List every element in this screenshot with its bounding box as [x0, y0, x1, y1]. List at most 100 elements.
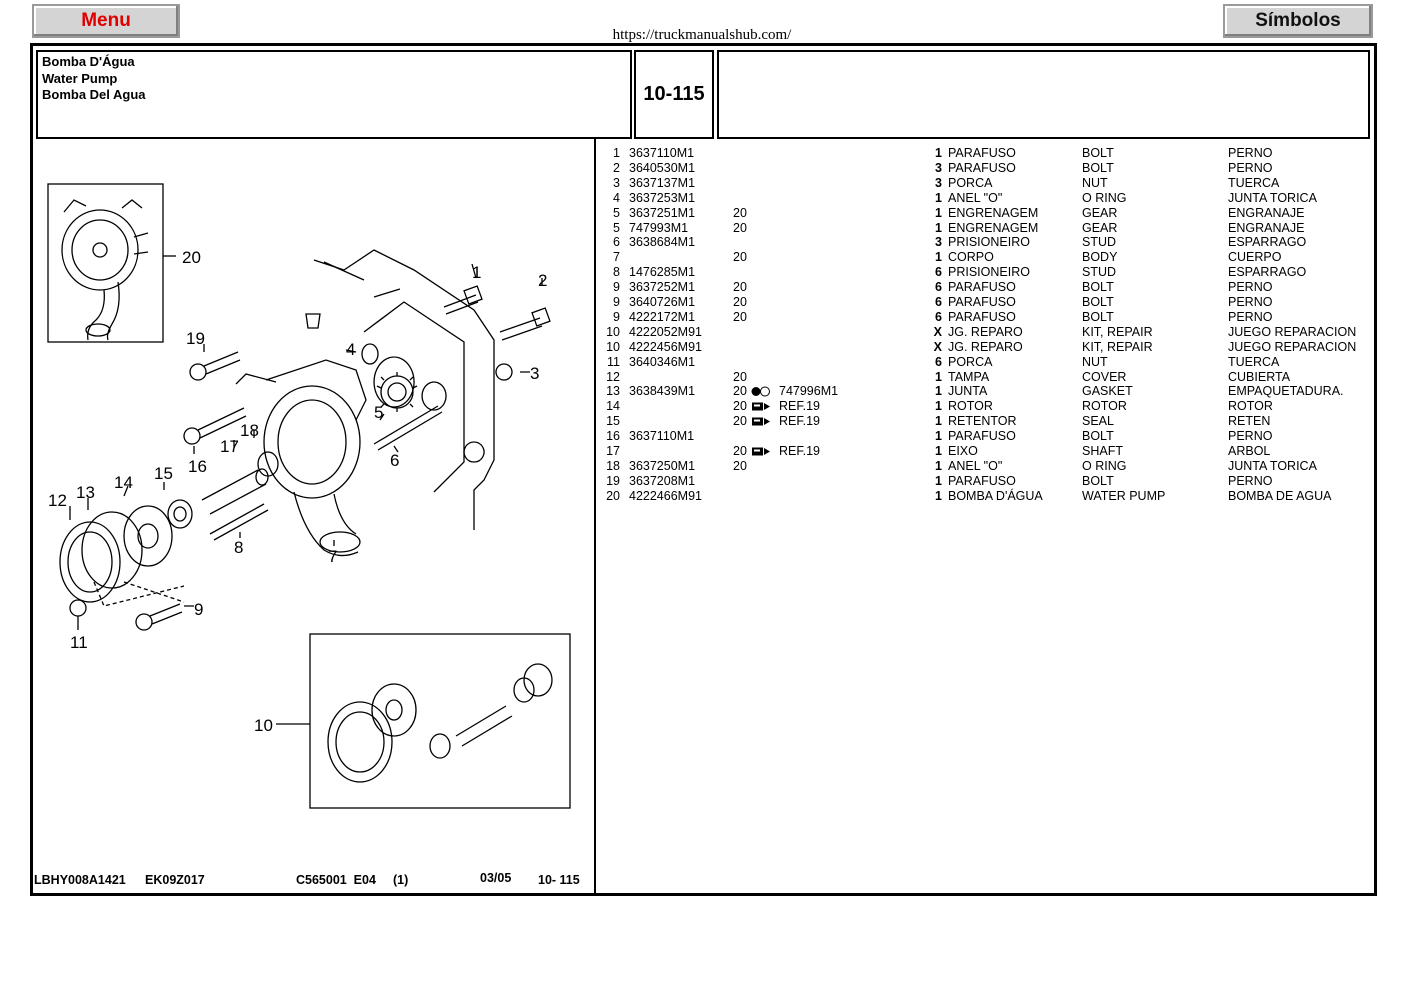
parts-cell-pt: PARAFUSO — [948, 160, 1016, 175]
menu-button[interactable]: Menu — [32, 4, 180, 38]
parts-cell-part: 1476285M1 — [629, 265, 696, 280]
parts-cell-no: 10 — [606, 339, 620, 354]
parts-cell-en: BOLT — [1082, 160, 1114, 175]
symbols-button[interactable]: Símbolos — [1223, 4, 1373, 38]
pump-body-icon — [235, 359, 367, 557]
parts-cell-no: 6 — [613, 235, 620, 250]
shaft-17-icon — [201, 468, 269, 515]
parts-cell-pt: PARAFUSO — [948, 146, 1016, 160]
parts-cell-qty: 1 — [935, 369, 942, 384]
callout-11: 11 — [70, 633, 88, 652]
parts-cell-ref: REF.19 — [779, 414, 820, 429]
parts-cell-qty: 6 — [935, 265, 942, 280]
parts-cell-no: 15 — [606, 414, 620, 429]
bolt-19-icon — [189, 351, 241, 381]
parts-cell-es: PERNO — [1228, 160, 1273, 175]
parts-cell-pt: PORCA — [948, 175, 993, 190]
callout-8: 8 — [234, 538, 243, 557]
parts-cell-qty: 1 — [935, 488, 942, 503]
parts-cell-serial: 20 — [733, 384, 747, 399]
parts-cell-serial: 20 — [733, 369, 747, 384]
parts-cell-es: ROTOR — [1228, 399, 1273, 414]
parts-cell-no: 19 — [606, 473, 620, 488]
nut-11-icon — [69, 599, 87, 617]
parts-cell-qty: 1 — [935, 414, 942, 429]
callout-7: 7 — [328, 547, 337, 566]
parts-cell-no: 17 — [606, 444, 620, 458]
callout-9: 9 — [194, 600, 203, 619]
parts-cell-en: GASKET — [1082, 384, 1133, 399]
parts-cell-es: RETEN — [1228, 414, 1271, 429]
parts-cell-pt: PRISIONEIRO — [948, 235, 1030, 250]
repair-kit-icon — [327, 663, 553, 783]
parts-cell-qty: 6 — [935, 309, 942, 324]
parts-cell-no: 11 — [607, 354, 620, 369]
parts-cell-no: 12 — [606, 369, 620, 384]
parts-cell-es: JUEGO REPARACION — [1228, 324, 1357, 339]
parts-cell-es: BOMBA DE AGUA — [1228, 488, 1332, 503]
parts-cell-serial: 20 — [733, 205, 747, 220]
parts-cell-no: 20 — [606, 488, 620, 503]
parts-cell-pt: RETENTOR — [948, 414, 1017, 429]
parts-cell-pt: ROTOR — [948, 399, 993, 414]
callout-5: 5 — [374, 403, 383, 422]
seal-15-icon — [167, 499, 193, 529]
rotor-14-icon — [123, 505, 173, 567]
parts-cell-qty: X — [933, 324, 942, 339]
parts-cell-es: PERNO — [1228, 146, 1273, 160]
parts-cell-no: 9 — [613, 309, 620, 324]
parts-cell-part: 3637137M1 — [629, 175, 696, 190]
parts-cell-part: 3638439M1 — [629, 384, 696, 399]
parts-cell-pt: PARAFUSO — [948, 280, 1016, 295]
parts-cell-pt: TAMPA — [948, 369, 990, 384]
parts-cell-no: 14 — [606, 399, 620, 414]
parts-cell-es: PERNO — [1228, 309, 1273, 324]
footer-ref2: EK09Z017 — [145, 873, 205, 887]
parts-cell-pt: PARAFUSO — [948, 295, 1016, 309]
parts-cell-en: SEAL — [1082, 414, 1114, 429]
bolt-2-icon — [499, 307, 551, 341]
parts-cell-serial: 20 — [733, 309, 747, 324]
parts-cell-en: BOLT — [1082, 146, 1114, 160]
parts-cell-part: 4222466M91 — [629, 488, 702, 503]
parts-cell-pt: BOMBA D'ÁGUA — [948, 488, 1043, 503]
parts-cell-es: ESPARRAGO — [1228, 265, 1307, 280]
parts-cell-serial: 20 — [733, 399, 747, 414]
parts-cell-no: 1 — [613, 146, 620, 160]
blank-header-box — [717, 50, 1370, 139]
bolt-9-icon — [135, 603, 183, 631]
parts-cell-part: 3637251M1 — [629, 205, 696, 220]
parts-cell-pt: PARAFUSO — [948, 429, 1016, 444]
callout-14: 14 — [114, 473, 133, 492]
parts-cell-pt: JG. REPARO — [948, 339, 1023, 354]
bolt-16-icon — [183, 407, 247, 445]
parts-cell-qty: 1 — [935, 444, 942, 458]
callout-12: 12 — [48, 491, 67, 510]
parts-cell-part: 3637110M1 — [629, 146, 695, 160]
section-code: 10-115 — [634, 50, 714, 139]
parts-cell-pt: PRISIONEIRO — [948, 265, 1030, 280]
stud-6-icon — [373, 405, 443, 451]
parts-cell-qty: 1 — [935, 250, 942, 265]
parts-cell-no: 8 — [613, 265, 620, 280]
parts-cell-en: NUT — [1082, 354, 1108, 369]
callout-10: 10 — [254, 716, 273, 735]
callout-18: 18 — [240, 421, 259, 440]
parts-cell-ref: REF.19 — [779, 399, 820, 414]
parts-cell-part: 3640726M1 — [629, 295, 696, 309]
parts-cell-part: 4222052M91 — [629, 324, 702, 339]
exploded-diagram: 20 1 2 3 4 5 6 7 8 9 10 11 12 13 14 15 1… — [47, 183, 571, 809]
parts-cell-en: KIT, REPAIR — [1082, 324, 1153, 339]
parts-cell-part: 3638684M1 — [629, 235, 696, 250]
footer-page: 10- 115 — [538, 873, 580, 887]
bolt-1-icon — [443, 285, 483, 315]
reference-arrow-icon — [751, 401, 771, 412]
